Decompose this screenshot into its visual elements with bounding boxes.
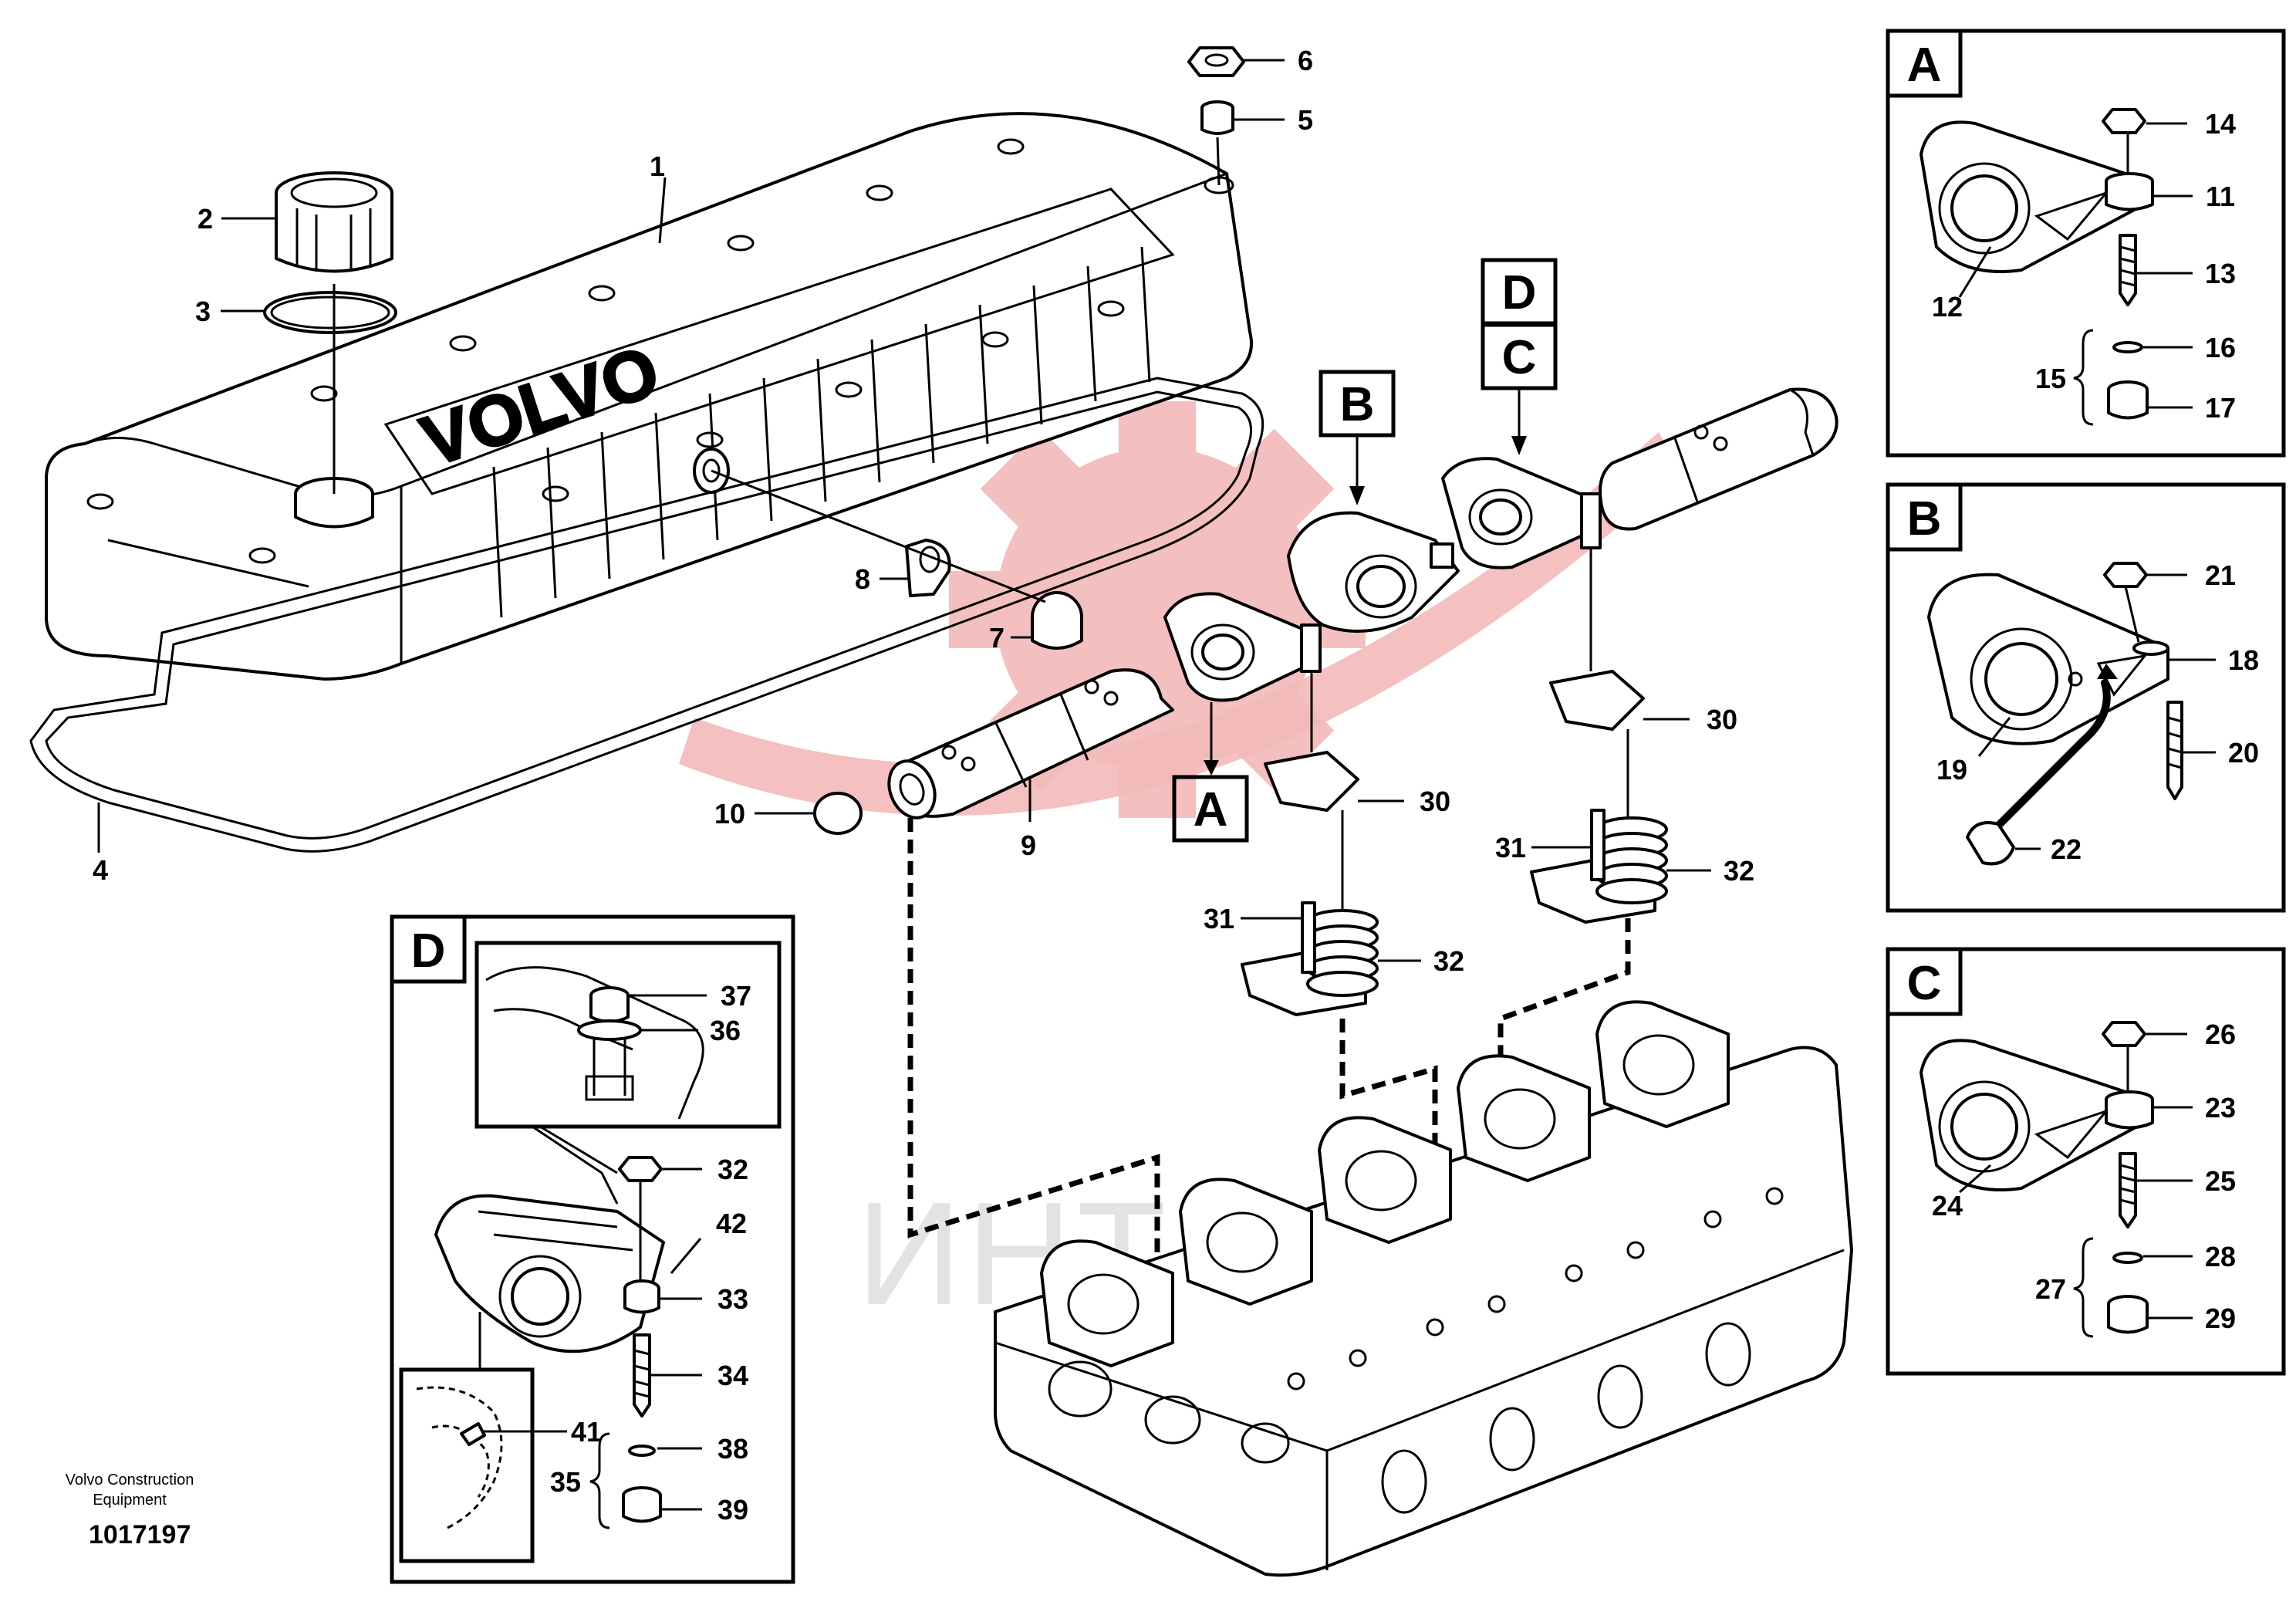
section-tag-main-c[interactable]: C <box>1481 323 1558 455</box>
section-tag-main-d[interactable]: D <box>1481 258 1558 326</box>
callout-2: 2 <box>198 203 213 235</box>
watermark-swoosh <box>679 432 1682 816</box>
callout-36: 35 <box>550 1466 581 1498</box>
section-letter: C <box>1502 331 1537 384</box>
callout-37: 38 <box>718 1433 748 1465</box>
company-name-line2: Equipment <box>93 1492 167 1509</box>
callout-31: 31 <box>1495 832 1526 863</box>
footer: Volvo Construction Equipment 1017197 <box>66 1472 194 1549</box>
callout-39: 36 <box>710 1015 741 1046</box>
drawing-number: 1017197 <box>89 1520 191 1549</box>
callout-27: 27 <box>2035 1273 2066 1305</box>
dashed-guide-1 <box>907 818 1160 1312</box>
company-name-line1: Volvo Construction <box>66 1472 194 1489</box>
callout-34: 32 <box>718 1154 748 1185</box>
cylinder-head <box>994 1000 1853 1577</box>
section-tag-main-a[interactable]: A <box>1172 702 1249 843</box>
panel-letter: D <box>411 924 446 978</box>
detail-panel-b: B 21 18 20 19 22 <box>1886 482 2286 913</box>
callout-22: 22 <box>2051 833 2082 865</box>
callout-30: 30 <box>1420 786 1450 817</box>
callout-14: 14 <box>2205 108 2236 140</box>
callout-38: 39 <box>718 1494 748 1526</box>
section-letter: B <box>1340 378 1375 431</box>
callout-11: 11 <box>2206 181 2235 212</box>
callout-29: 29 <box>2205 1303 2236 1334</box>
callout-17: 17 <box>2205 392 2236 424</box>
callouts-main: 1 2 3 4 5 6 7 8 9 10 30 30 31 31 32 32 <box>93 45 1754 977</box>
section-letter: A <box>1194 783 1228 836</box>
callout-30: 30 <box>1707 704 1737 735</box>
detail-panel-c: C 26 23 25 24 28 29 27 <box>1886 947 2286 1376</box>
bearing-cap-1 <box>1040 1239 1174 1367</box>
callout-8: 8 <box>855 563 870 595</box>
callout-21: 21 <box>2205 559 2236 591</box>
callout-31: 31 <box>1204 903 1234 934</box>
hose-clip <box>905 539 951 597</box>
callout-15: 15 <box>2035 363 2066 394</box>
rocker-arm-a <box>1163 592 1322 702</box>
callout-16: 16 <box>2205 332 2236 363</box>
callout-40: 37 <box>721 980 751 1012</box>
panel-letter: A <box>1907 39 1942 92</box>
callout-5: 5 <box>1298 104 1313 136</box>
callout-19: 19 <box>1936 754 1967 786</box>
callout-7: 7 <box>989 622 1004 654</box>
callout-32: 32 <box>1724 855 1754 887</box>
callout-1: 1 <box>650 150 665 182</box>
callout-12: 12 <box>1932 291 1963 323</box>
callout-26: 26 <box>2205 1019 2236 1050</box>
cover-nut <box>1187 46 1245 77</box>
bearing-cap-3 <box>1318 1116 1452 1244</box>
callout-42: 42 <box>716 1208 747 1239</box>
rocker-shaft-end <box>1599 387 1838 531</box>
callout-10: 10 <box>714 798 745 830</box>
callout-25: 25 <box>2205 1165 2236 1197</box>
valve-bridge-right <box>1549 670 1645 731</box>
detail-panel-d: D 37 36 <box>390 914 795 1584</box>
rocker-shaft <box>887 668 1174 819</box>
oil-filler-cap <box>275 171 393 273</box>
shaft-plug <box>813 792 863 835</box>
callout-28: 28 <box>2205 1241 2236 1272</box>
callout-41: 41 <box>571 1416 602 1448</box>
bearing-cap-4 <box>1457 1054 1591 1182</box>
callout-6: 6 <box>1298 45 1313 76</box>
callout-4: 4 <box>93 854 108 886</box>
rocker-arm-b <box>1287 511 1460 633</box>
callout-13: 13 <box>2205 258 2236 289</box>
cover-spacer <box>1200 100 1234 135</box>
bearing-cap-5 <box>1595 1000 1730 1128</box>
cover-bolt-cap <box>1031 591 1083 650</box>
valve-cover: VOLVO <box>45 112 1253 681</box>
bearing-cap-2 <box>1179 1178 1313 1306</box>
callout-9: 9 <box>1021 830 1036 861</box>
callout-32: 32 <box>1433 945 1464 977</box>
valve-bridge-left <box>1264 751 1359 812</box>
callout-35: 34 <box>718 1360 748 1391</box>
valve-spring-left <box>1241 901 1379 1016</box>
callout-23: 23 <box>2205 1092 2236 1124</box>
valve-spring-right <box>1530 809 1668 924</box>
callout-24: 24 <box>1932 1190 1963 1222</box>
panel-letter: C <box>1907 957 1942 1010</box>
callout-33: 33 <box>718 1283 748 1315</box>
cover-gasket <box>29 377 1264 853</box>
o-ring <box>263 291 397 334</box>
section-letter: D <box>1502 266 1537 319</box>
section-tag-main-b[interactable]: B <box>1319 370 1396 505</box>
panel-letter: B <box>1907 492 1942 546</box>
callout-20: 20 <box>2228 737 2259 769</box>
detail-panel-a: A 14 11 13 12 16 17 15 <box>1886 29 2286 458</box>
callout-18: 18 <box>2228 644 2259 676</box>
callout-3: 3 <box>195 296 211 327</box>
